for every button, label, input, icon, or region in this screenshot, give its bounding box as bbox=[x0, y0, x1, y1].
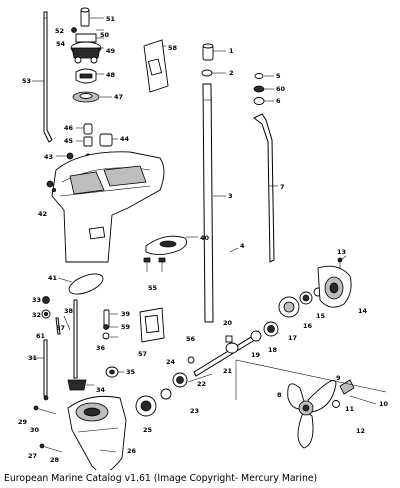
callout: 48 bbox=[106, 71, 116, 79]
callout: 39 bbox=[121, 310, 131, 318]
callout: 36 bbox=[96, 344, 106, 352]
washers-5-60-6 bbox=[253, 73, 265, 105]
shift-rod-53 bbox=[43, 11, 53, 143]
callout: 3 bbox=[228, 192, 233, 200]
callout: 19 bbox=[251, 351, 261, 359]
callout: 54 bbox=[56, 40, 66, 48]
callout: 47 bbox=[114, 93, 123, 101]
driveshaft-3 bbox=[201, 43, 214, 323]
callout: 49 bbox=[106, 47, 116, 55]
callout: 21 bbox=[223, 367, 233, 375]
callout: 32 bbox=[32, 311, 41, 319]
callout: 26 bbox=[127, 447, 137, 455]
water-pump-assembly bbox=[70, 7, 102, 103]
callout: 24 bbox=[166, 358, 176, 366]
image-caption: European Marine Catalog v1.61 (Image Cop… bbox=[4, 473, 318, 484]
gasket-plate-40 bbox=[145, 235, 188, 255]
propeller-shaft-21 bbox=[193, 321, 279, 377]
callout: 27 bbox=[28, 452, 37, 460]
callout: 4 bbox=[240, 242, 245, 250]
decal-57 bbox=[139, 307, 165, 343]
callout: 16 bbox=[303, 322, 313, 330]
callout: 57 bbox=[138, 350, 147, 358]
callout: 41 bbox=[48, 274, 58, 282]
callout: 44 bbox=[120, 135, 130, 143]
callout: 1 bbox=[229, 47, 234, 55]
callout: 53 bbox=[22, 77, 31, 85]
leader-lines bbox=[30, 17, 347, 453]
callout: 13 bbox=[337, 248, 346, 256]
callout: 34 bbox=[96, 386, 106, 394]
driveshaft-housing-42 bbox=[46, 151, 165, 263]
screws-55 bbox=[143, 257, 166, 272]
callout: 45 bbox=[64, 137, 74, 145]
callout: 28 bbox=[50, 456, 60, 464]
decal-plate-58 bbox=[143, 39, 169, 93]
shift-linkage bbox=[67, 299, 119, 391]
pin-parts-39-59-33 bbox=[102, 309, 110, 340]
callout: 42 bbox=[38, 210, 47, 218]
callout: 35 bbox=[126, 368, 136, 376]
callout: 23 bbox=[190, 407, 199, 415]
callout: 8 bbox=[277, 391, 282, 399]
callout: 14 bbox=[358, 307, 368, 315]
callout: 18 bbox=[268, 346, 278, 354]
callout: 59 bbox=[121, 323, 131, 331]
bearing-carrier bbox=[278, 257, 352, 318]
callout: 56 bbox=[186, 335, 196, 343]
callout: 43 bbox=[44, 153, 53, 161]
gear-housing-26 bbox=[67, 395, 127, 470]
callout: 31 bbox=[28, 354, 38, 362]
callout: 20 bbox=[223, 319, 233, 327]
propeller-8 bbox=[235, 359, 387, 449]
callout: 37 bbox=[56, 324, 65, 332]
exploded-parts-diagram: 1 2 3 4 5 6 7 8 9 10 11 12 13 14 15 16 1… bbox=[18, 7, 389, 470]
callout: 61 bbox=[36, 332, 46, 340]
callout: 33 bbox=[32, 296, 41, 304]
left-small-parts bbox=[41, 296, 71, 401]
callout: 22 bbox=[197, 380, 206, 388]
callout: 58 bbox=[168, 44, 178, 52]
screws-bottom-left bbox=[33, 187, 63, 453]
callout: 12 bbox=[356, 427, 365, 435]
callout: 7 bbox=[280, 183, 285, 191]
callout: 29 bbox=[18, 418, 28, 426]
callout: 15 bbox=[316, 312, 326, 320]
callout: 40 bbox=[200, 234, 210, 242]
callout: 52 bbox=[55, 27, 64, 35]
callouts: 1 2 3 4 5 6 7 8 9 10 11 12 13 14 15 16 1… bbox=[18, 15, 389, 464]
callout: 30 bbox=[30, 426, 40, 434]
gasket-41 bbox=[68, 273, 104, 295]
callout: 9 bbox=[336, 374, 341, 382]
callout: 38 bbox=[64, 307, 74, 315]
shift-shaft-7 bbox=[253, 113, 275, 263]
gear-cluster bbox=[135, 356, 213, 417]
callout: 25 bbox=[143, 426, 153, 434]
callout: 60 bbox=[276, 85, 286, 93]
pin-4 bbox=[229, 247, 239, 253]
callout: 50 bbox=[100, 31, 110, 39]
callout: 46 bbox=[64, 124, 74, 132]
callout: 10 bbox=[379, 400, 389, 408]
callout: 11 bbox=[345, 405, 355, 413]
callout: 2 bbox=[229, 69, 234, 77]
callout: 6 bbox=[276, 97, 281, 105]
callout: 5 bbox=[276, 72, 281, 80]
callout: 55 bbox=[148, 284, 158, 292]
callout: 51 bbox=[106, 15, 116, 23]
callout: 17 bbox=[288, 334, 297, 342]
